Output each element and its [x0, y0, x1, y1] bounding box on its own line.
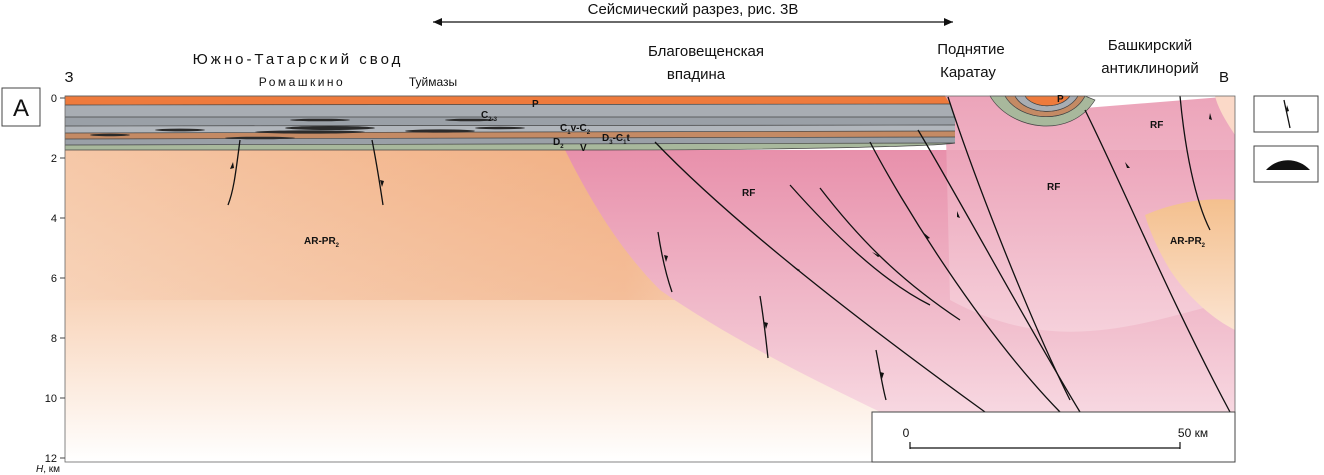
unit-v: V — [580, 143, 587, 154]
label-south-tatar-arch: Южно-Татарский свод — [193, 51, 404, 68]
unit-p-east: P — [1057, 94, 1064, 105]
panel-letter: A — [13, 95, 29, 122]
label-blagoveshchensk-1: Благовещенская — [648, 43, 764, 60]
unit-d2: D2 — [553, 137, 564, 150]
section-frame — [64, 95, 1236, 463]
legend — [1253, 95, 1319, 183]
unit-arpr-right: AR-PR2 — [1170, 236, 1206, 249]
depth-axis-label: H, км — [36, 464, 60, 475]
scale-bar-box — [871, 411, 1236, 463]
unit-c1v-c2: C1v-C2 — [560, 123, 591, 136]
unit-labels: P P C2-3 C1v-C2 D2 V D3-C1t RF RF RF AR-… — [304, 94, 1206, 249]
legend-fault-icon — [1283, 99, 1291, 129]
depth-ticks — [60, 97, 65, 459]
fault-arrows — [230, 113, 1212, 379]
label-romashkino: Ромашкино — [259, 75, 345, 89]
depth-tick-10: 10 — [45, 393, 57, 405]
unit-rf-3: RF — [1150, 120, 1163, 131]
seismic-label: Сейсмический разрез, рис. 3В — [588, 1, 799, 18]
scale-start: 0 — [903, 426, 910, 440]
depth-tick-12: 12 — [45, 453, 57, 465]
layer-d2 — [65, 137, 955, 145]
layer-permian — [65, 96, 950, 105]
label-bashkir-2: антиклинорий — [1101, 60, 1198, 77]
karatau-folds — [989, 95, 1096, 127]
unit-d3-c1t: D3-C1t — [602, 133, 630, 146]
depth-tick-2: 2 — [51, 153, 57, 165]
unit-c23: C2-3 — [481, 110, 498, 123]
unit-p: P — [532, 99, 539, 110]
unit-rf-1: RF — [742, 188, 755, 199]
depth-tick-8: 8 — [51, 333, 57, 345]
unit-arpr-left: AR-PR2 — [304, 236, 340, 249]
label-east: В — [1219, 69, 1229, 86]
label-west: З — [64, 69, 73, 86]
layer-c23 — [65, 104, 955, 117]
scale-bar — [909, 442, 1181, 449]
riphean-east — [945, 96, 1235, 332]
scale-end: 50 км — [1178, 426, 1208, 440]
label-bashkir-1: Башкирский — [1108, 37, 1192, 54]
label-karatau-2: Каратау — [940, 64, 996, 81]
label-tuymazy: Туймазы — [409, 75, 457, 89]
label-blagoveshchensk-2: впадина — [667, 66, 726, 83]
depth-tick-0: 0 — [51, 93, 57, 105]
label-karatau-1: Поднятие — [937, 41, 1005, 58]
depth-tick-4: 4 — [51, 213, 57, 225]
unit-rf-2: RF — [1047, 182, 1060, 193]
basement-east-sliver — [1215, 96, 1235, 135]
basement-east-archean — [1145, 199, 1235, 330]
depth-tick-6: 6 — [51, 273, 57, 285]
faults — [227, 95, 1231, 413]
depth-axis: 0 2 4 6 8 10 12 — [45, 93, 57, 465]
seismic-profile-arrow — [433, 18, 953, 26]
legend-lens-icon — [1266, 160, 1310, 170]
legend-fault-box — [1253, 95, 1319, 133]
layer-boundaries — [64, 95, 956, 151]
layer-c1c2 — [65, 117, 955, 126]
panel-letter-box — [1, 87, 41, 127]
oil-lenses — [90, 118, 525, 140]
